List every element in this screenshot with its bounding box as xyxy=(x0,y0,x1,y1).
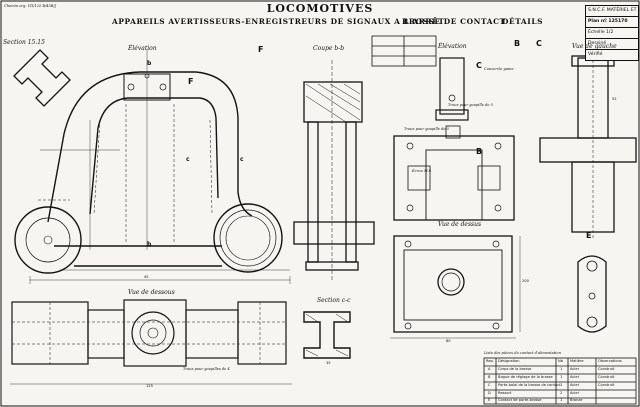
parts-table-title: Liste des pièces du contact d'alimentati… xyxy=(484,351,561,355)
label-elevation-left: Élévation xyxy=(128,45,157,52)
letter-b: B xyxy=(514,39,521,48)
parts-cell: Acier xyxy=(570,375,580,379)
parts-cell: Porte-balai de la brosse de contact xyxy=(498,383,561,387)
label-section-left: Section 15.15 xyxy=(3,39,45,46)
parts-cell: Acier xyxy=(570,391,580,395)
dimension: 125 xyxy=(146,384,153,388)
h-section-icon xyxy=(13,49,71,107)
letter-c-left: c xyxy=(186,156,190,163)
parts-cell: C xyxy=(488,383,491,387)
letter-c: C xyxy=(536,39,542,48)
title-block-row: Plan nº 125170 xyxy=(586,17,638,28)
vue-de-dessus-view xyxy=(393,235,513,333)
letter-b-top: b xyxy=(147,60,152,67)
block-b-view xyxy=(393,125,515,221)
title-block-row: Dessiné xyxy=(586,39,638,50)
letter-b-bottom: b xyxy=(147,241,152,248)
parts-cell: 1 xyxy=(560,375,563,379)
elevation-part-b xyxy=(435,57,469,121)
label-vue-de-gauche: Vue de gauche xyxy=(572,43,617,50)
parts-cell: 1 xyxy=(560,398,563,402)
drawing-subtitle: APPAREILS AVERTISSEURS-ENREGISTREURS DE … xyxy=(112,17,445,26)
part-e-view xyxy=(577,255,607,333)
parts-table-header: Nb xyxy=(558,359,563,363)
parts-table-header: Observations xyxy=(598,359,622,363)
parts-cell: Bronze xyxy=(570,398,583,402)
vue-de-dessous-view xyxy=(11,299,287,367)
callout-goupille-1: Trous pour goupilles de 4 xyxy=(183,367,230,371)
parts-cell: Acier xyxy=(570,367,580,371)
letter-f-main: F xyxy=(258,45,264,54)
main-elevation-arm xyxy=(14,71,283,274)
drawing-title: LOCOMOTIVES xyxy=(266,2,374,15)
part-name: BROSSE DE CONTACT xyxy=(402,17,506,26)
vue-de-gauche-view xyxy=(539,55,637,233)
parts-table-header: Matière xyxy=(570,359,584,363)
parts-table-grid xyxy=(483,357,637,405)
coupe-bb-view xyxy=(293,81,375,271)
parts-cell: Acier xyxy=(570,383,580,387)
parts-cell: 2 xyxy=(560,391,563,395)
parts-cell: Construit xyxy=(598,383,615,387)
parts-cell: E xyxy=(488,398,491,402)
parts-cell: A xyxy=(488,367,491,371)
label-vue-de-dessus: Vue de dessus xyxy=(438,221,482,228)
dimension: 52 xyxy=(612,97,617,101)
dimension: 80 xyxy=(446,339,451,343)
letter-c-right: c xyxy=(240,156,244,163)
title-block-row: S.N.C.F. MATÉRIEL ET TRACTION xyxy=(586,6,638,17)
section-cc-view xyxy=(303,311,351,359)
sheet-kind: DÉTAILS xyxy=(502,17,544,26)
letter-e: E xyxy=(586,231,592,240)
parts-table-header: Désignation xyxy=(498,359,520,363)
parts-cell: Ressort xyxy=(498,391,512,395)
callout-c-annot: Couvercle gaine xyxy=(484,67,514,71)
letter-f-arm: F xyxy=(188,77,194,86)
parts-cell: Construit xyxy=(598,367,615,371)
label-coupe-bb: Coupe b-b xyxy=(313,45,345,52)
title-block-row: Vérifié xyxy=(588,52,603,57)
parts-cell: Bague de réglage de la brosse xyxy=(498,375,553,379)
corner-note: Chemin org. VII/125 B/45B/J xyxy=(4,4,57,8)
parts-cell: Corps de la brosse xyxy=(498,367,532,371)
callout-goupille-2: Trous pour goupille de 5 xyxy=(404,127,449,131)
parts-cell: D xyxy=(488,391,491,395)
parts-cell: 1 xyxy=(560,383,563,387)
parts-cell: 1 xyxy=(560,367,563,371)
parts-table-header: Rep. xyxy=(486,359,494,363)
dimension: 35 xyxy=(326,361,331,365)
callout-ecrou: Écrou M.8 xyxy=(412,169,432,173)
parts-cell: Contact de porte-brosse xyxy=(498,398,542,402)
title-block-row: Échelle 1/2 xyxy=(586,28,638,39)
label-elevation-right: Élévation xyxy=(438,43,467,50)
callout-goupille-3: Trous pour goupille de 5 xyxy=(448,103,493,107)
label-vue-de-dessous: Vue de dessous xyxy=(128,289,175,296)
letter-c-small: C xyxy=(476,61,482,70)
label-section-cc: Section c-c xyxy=(317,297,351,304)
dimension: 200 xyxy=(522,279,529,283)
dimension: 45 xyxy=(144,275,149,279)
parts-cell: Construit xyxy=(598,375,615,379)
title-block: S.N.C.F. MATÉRIEL ET TRACTION Plan nº 12… xyxy=(585,5,639,61)
letter-b-block: B xyxy=(476,147,483,156)
parts-cell: B xyxy=(488,375,491,379)
